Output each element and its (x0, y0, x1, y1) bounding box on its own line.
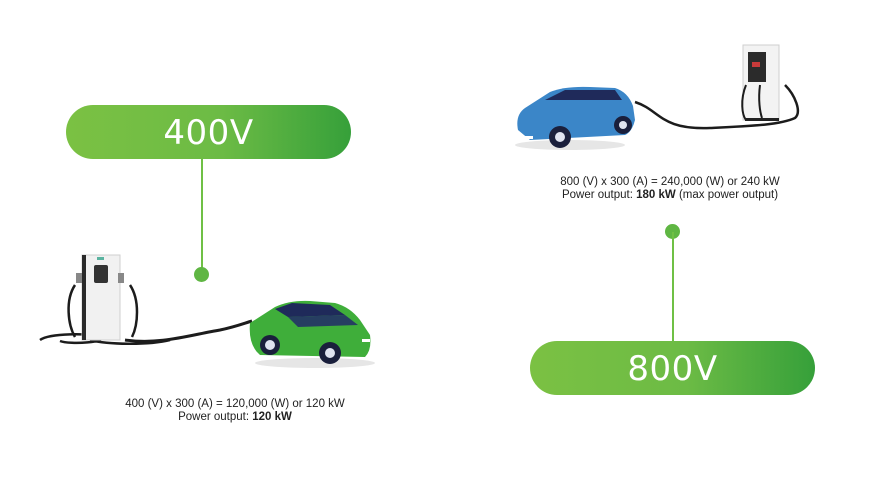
power-output-note: (max power output) (675, 189, 779, 201)
blue-ev-car-icon (515, 86, 635, 150)
formula-caption-400v: 400 (V) x 300 (A) = 120,000 (W) or 120 k… (100, 398, 370, 424)
charger-400v-illustration (39, 254, 375, 368)
power-output-line: Power output: 180 kW (max power output) (561, 189, 779, 201)
formula-text: 800 (V) x 300 (A) = 240,000 (W) or 240 k… (560, 176, 780, 188)
connector-dot-800v (665, 224, 680, 239)
power-output-value: 120 kW (252, 411, 292, 423)
voltage-label: 800V (627, 349, 718, 389)
connector-line-800v (672, 232, 674, 342)
power-output-line: Power output: 120 kW (178, 411, 292, 423)
voltage-label: 400V (163, 113, 254, 153)
charger-800v-illustration (515, 44, 800, 150)
voltage-badge-400v: 400V (66, 105, 351, 159)
connector-dot-400v (194, 267, 209, 282)
green-ev-car-icon (249, 300, 375, 368)
connector-line-400v (201, 159, 203, 274)
voltage-badge-800v: 800V (530, 341, 815, 395)
power-output-value: 180 kW (636, 189, 676, 201)
formula-caption-800v: 800 (V) x 300 (A) = 240,000 (W) or 240 k… (535, 176, 805, 202)
formula-text: 400 (V) x 300 (A) = 120,000 (W) or 120 k… (125, 398, 345, 410)
